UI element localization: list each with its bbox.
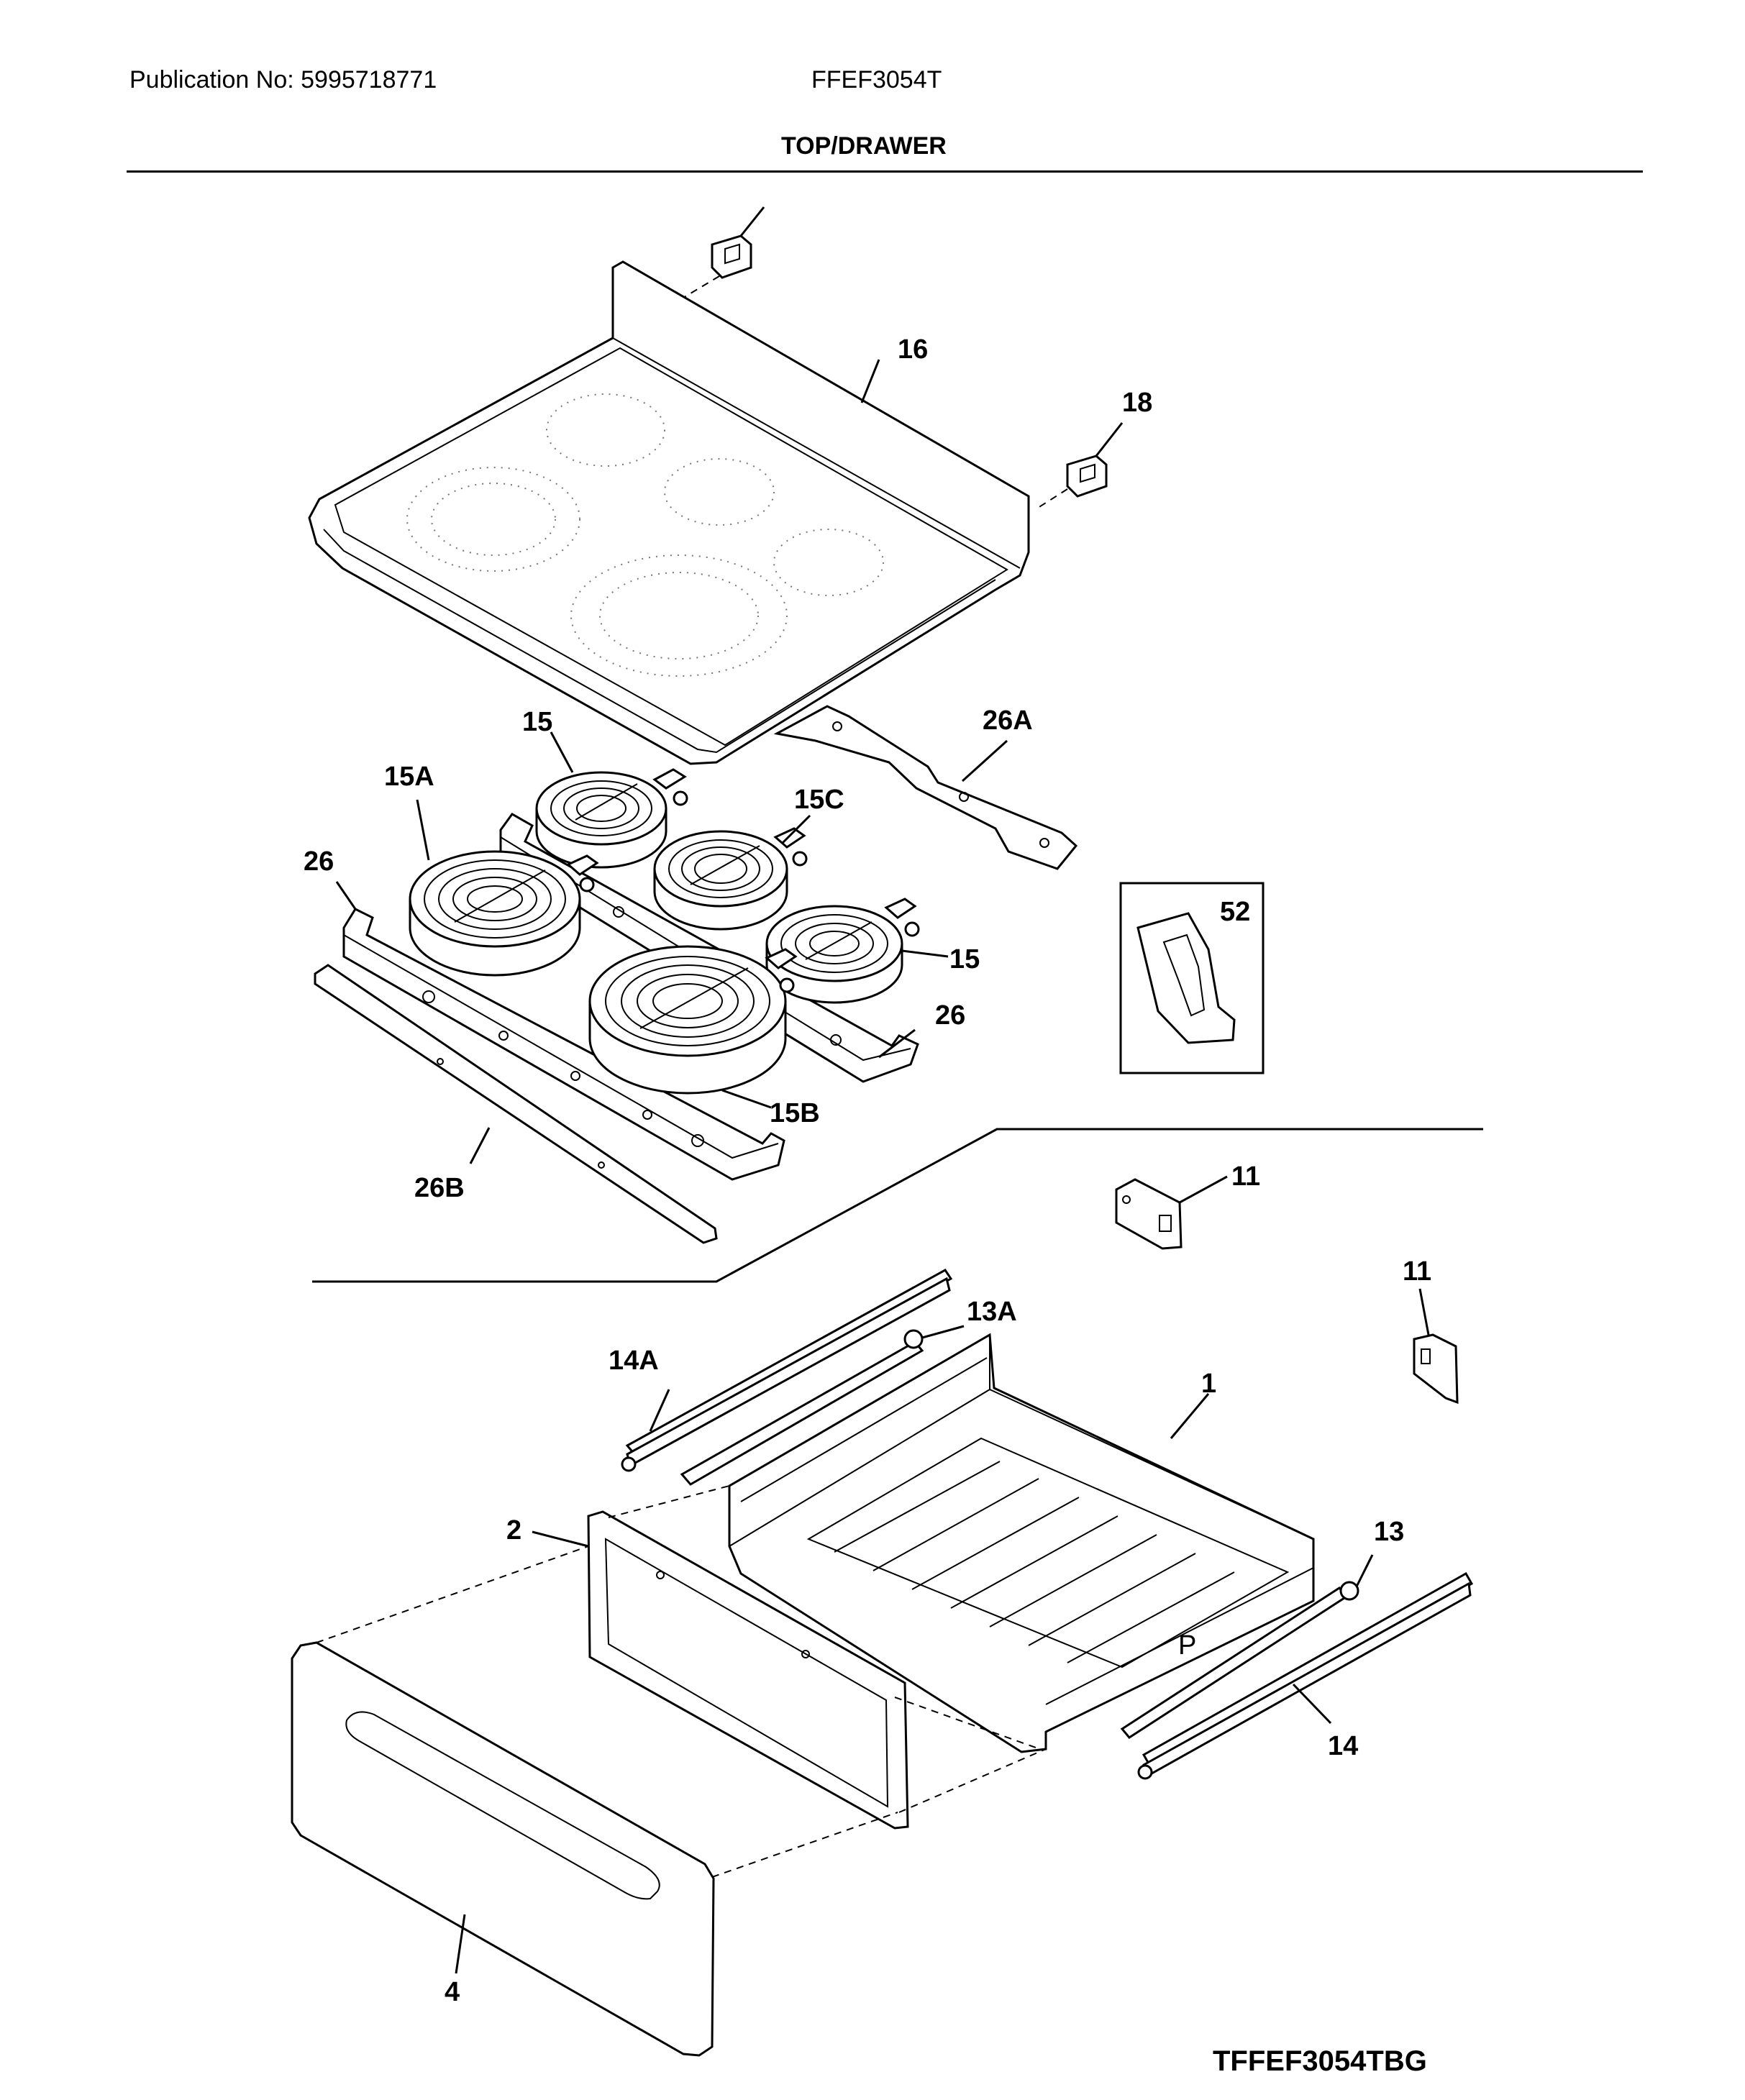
callout-18: 18: [1122, 388, 1152, 418]
callout-26b: 26B: [414, 1173, 465, 1203]
callout-1: 1: [1201, 1369, 1216, 1399]
callout-15c: 15C: [794, 785, 844, 815]
part-15a-element-large[interactable]: [409, 799, 599, 977]
part-15b-element-large[interactable]: [588, 945, 798, 1109]
callout-2: 2: [506, 1515, 521, 1546]
part-14-slide-rail-right[interactable]: [1137, 1571, 1474, 1780]
callout-26a: 26A: [983, 706, 1033, 736]
part-15-element-right[interactable]: [765, 898, 949, 1004]
svg-text:P: P: [1178, 1630, 1196, 1661]
callout-26-right: 26: [935, 1000, 965, 1031]
callout-4: 4: [445, 1977, 460, 2007]
model-number: FFEF3054T: [811, 66, 942, 93]
part-26a-bracket[interactable]: [773, 705, 1078, 870]
section-divider: [312, 1128, 1483, 1283]
part-15c-element[interactable]: [653, 814, 811, 931]
callout-11-b: 11: [1403, 1256, 1431, 1287]
callout-13a: 13A: [967, 1297, 1017, 1327]
callout-13: 13: [1374, 1517, 1404, 1547]
callout-15-right: 15: [949, 944, 980, 974]
callout-52: 52: [1220, 897, 1250, 927]
diagram-code: TFFEF3054TBG: [1213, 2045, 1427, 2077]
part-15-element-top[interactable]: [535, 731, 688, 869]
callout-26-left: 26: [304, 846, 334, 877]
part-26-rail-left[interactable]: [335, 881, 785, 1181]
part-18-bracket-top[interactable]: [675, 206, 765, 303]
part-13-roller-right[interactable]: [1120, 1554, 1374, 1739]
part-4-drawer-panel[interactable]: [291, 1546, 898, 2057]
part-2-drawer-frame[interactable]: [532, 1485, 1047, 1830]
part-18-bracket-right[interactable]: [1035, 422, 1124, 510]
callout-15a: 15A: [384, 762, 434, 792]
callout-16: 16: [898, 334, 928, 365]
section-title: TOP/DRAWER: [781, 132, 947, 160]
part-26b-trim-strip[interactable]: [314, 964, 718, 1244]
callout-14: 14: [1328, 1731, 1358, 1761]
part-14a-slide-rail[interactable]: [621, 1269, 953, 1472]
publication-number: Publication No: 5995718771: [129, 66, 437, 93]
part-1-drawer-body[interactable]: P: [728, 1333, 1315, 1753]
part-16-cooktop[interactable]: [308, 260, 1030, 765]
callout-14a: 14A: [609, 1346, 659, 1376]
part-52-inset[interactable]: [1119, 882, 1265, 1074]
callout-11-a: 11: [1231, 1161, 1260, 1192]
part-11-bracket-b[interactable]: [1413, 1288, 1459, 1405]
callout-15b: 15B: [770, 1098, 820, 1128]
part-11-bracket-a[interactable]: [1115, 1175, 1228, 1250]
header-rule: [127, 170, 1643, 173]
part-13a-roller-rail[interactable]: [680, 1325, 965, 1486]
callout-15-top: 15: [522, 707, 552, 737]
